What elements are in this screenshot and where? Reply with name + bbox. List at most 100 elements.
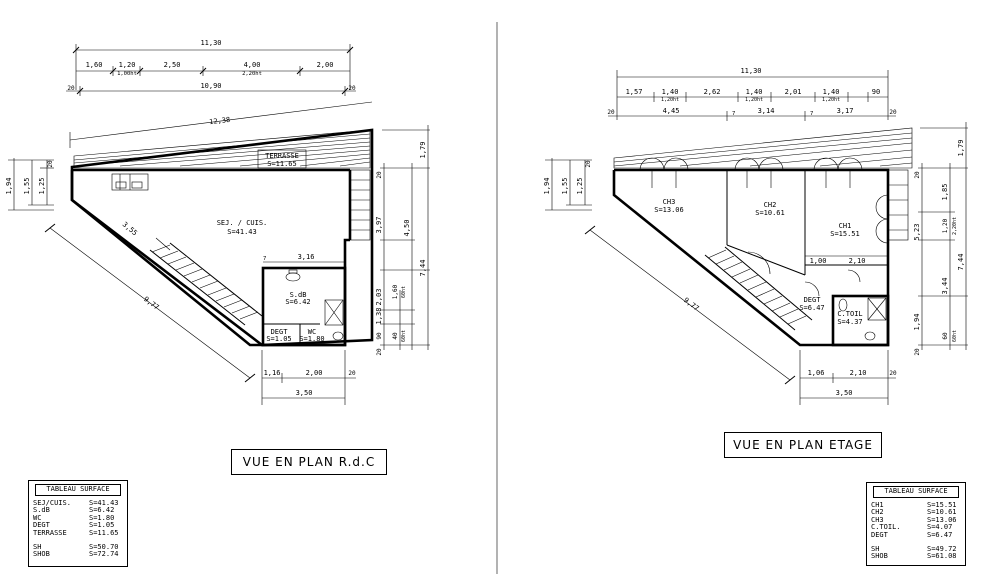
dim-er-f: 3,44: [941, 278, 949, 295]
dim-l-a: 1,94: [5, 178, 13, 195]
dim-er-a: 1,79: [957, 140, 965, 157]
bathroom-block: 3,16 7: [261, 253, 347, 347]
dim-b-b: 2,00: [306, 369, 323, 377]
dim-eb-c: 20: [889, 370, 897, 377]
dim-diag-977: 9,77: [44, 223, 256, 383]
window-swings: [639, 157, 889, 297]
room-ch1-area: S=15.51: [830, 230, 860, 238]
plan-rdc: 11,30 1,60 1,20 1,00ht 2,50 4,00 2,20ht …: [5, 39, 430, 405]
room-ch3-area: S=13.06: [654, 206, 684, 214]
room-sdb-area: S=6.42: [285, 298, 310, 306]
dim-el-c: 1,25: [576, 178, 584, 195]
dim-r-a: 1,79: [419, 142, 427, 159]
dim-diag-top-label: 12,38: [209, 116, 231, 127]
dim-r-mid-1: 7: [732, 111, 735, 117]
dim-inner: 10,90: [200, 82, 221, 90]
room-ctoil: C.TOIL: [837, 310, 862, 318]
dim-er-e: 7,44: [957, 254, 965, 271]
dim-r-sub-2: 1,20ht: [745, 97, 763, 103]
dim-er-g: 1,94: [913, 314, 921, 331]
dim-total-r: 11,30: [740, 67, 761, 75]
dim-er-c: 1,20: [942, 218, 949, 233]
dim-stair: 3,55: [121, 220, 139, 237]
dim-er-d: 5,23: [913, 224, 921, 241]
dim-r-inner-3: 3,17: [837, 107, 854, 115]
dim-r-sub-1: 1,20ht: [661, 97, 679, 103]
dim-r-sub-3: 1,20ht: [822, 97, 840, 103]
dim-diag-etage: 9,77: [584, 225, 796, 385]
dim-r-f2: 60ht: [401, 286, 407, 298]
dim-b-c: 20: [348, 370, 356, 377]
room-terrasse: TERRASSE: [265, 152, 299, 160]
dim-top-left: 11,30 1,60 1,20 1,00ht 2,50 4,00 2,20ht …: [66, 39, 356, 96]
dim-l-b: 1,55: [23, 178, 31, 195]
dim-part-5: 2,00: [317, 61, 334, 69]
dim-end-r: 20: [348, 85, 356, 92]
table-row: C.TOIL.S=4.07: [871, 523, 953, 532]
dim-inner-a: 1,00: [810, 257, 827, 265]
balcony-hatch: [613, 132, 913, 167]
dim-top-right: 11,30 1,57 1,40 1,20ht 2,62 1,40 1,20ht …: [607, 67, 897, 121]
dim-r-part-4: 1,40: [746, 88, 763, 96]
dim-l-c: 1,25: [38, 178, 46, 195]
dim-r-k: 20: [376, 171, 383, 179]
dim-r-part-3: 2,62: [704, 88, 721, 96]
room-ch3: CH3: [663, 198, 676, 206]
dim-inner-316: 3,16: [298, 253, 315, 261]
room-wc: WC: [308, 328, 316, 336]
dim-bottom-rdc: 1,16 2,00 20 3,50: [261, 350, 356, 405]
plan-etage: 11,30 1,57 1,40 1,20ht 2,62 1,40 1,20ht …: [543, 67, 968, 405]
terrasse-label-box: [257, 149, 307, 169]
table-header: TABLEAU SURFACE: [35, 484, 121, 496]
dim-diag: 9,77: [142, 295, 160, 312]
ctoil-block: [831, 294, 890, 347]
dim-r-e: 2,03: [375, 289, 383, 306]
dim-r-part-1: 1,57: [626, 88, 643, 96]
dim-r-l: 20: [376, 348, 383, 356]
dim-el-a: 1,94: [543, 178, 551, 195]
room-wc-area: S=1.80: [299, 335, 324, 343]
room-sdb: S.dB: [290, 291, 307, 299]
dim-er-h: 60: [942, 332, 949, 340]
dim-r-f: 1,60: [392, 284, 399, 299]
svg-text:7: 7: [263, 256, 266, 262]
dim-r-mid-2: 7: [810, 111, 813, 117]
room-ch2: CH2: [764, 201, 777, 209]
dim-part-2: 1,20: [119, 61, 136, 69]
dim-b-total: 3,50: [296, 389, 313, 397]
room-ctoil-area: S=4.37: [837, 318, 862, 326]
dim-r-part-5: 2,01: [785, 88, 802, 96]
dim-bottom-etage: 1,06 2,10 20 3,50: [799, 350, 897, 405]
dim-left-rdc: 1,94 1,55 1,25 20: [5, 158, 54, 211]
right-hatch-etage: [887, 169, 909, 241]
dim-l-d: 20: [47, 160, 54, 168]
dim-r-i: 40: [392, 332, 399, 340]
room-ch2-area: S=10.61: [755, 209, 785, 217]
dim-r-g: 1,38: [375, 308, 383, 325]
dim-el-b: 1,55: [561, 178, 569, 195]
dim-eb-b: 2,10: [850, 369, 867, 377]
table-header: TABLEAU SURFACE: [873, 486, 959, 498]
dim-r-part-2: 1,40: [662, 88, 679, 96]
dim-el-d: 20: [585, 160, 592, 168]
dim-diag-top: 12,38: [69, 101, 373, 148]
dim-left-etage: 1,94 1,55 1,25 20: [543, 158, 592, 211]
title-rdc: VUE EN PLAN R.d.C: [231, 449, 387, 475]
dim-part-1: 1,60: [86, 61, 103, 69]
dim-sub-2: 2,20ht: [242, 71, 262, 77]
dim-r-j: 60ht: [401, 330, 407, 342]
dim-total: 11,30: [200, 39, 221, 47]
dim-r-part-7: 90: [872, 88, 880, 96]
dim-er-j: 20: [914, 348, 921, 356]
staircase: 3,55: [121, 220, 263, 326]
